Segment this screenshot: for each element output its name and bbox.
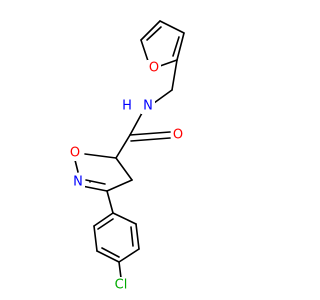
bond-ph-6-1 [112, 212, 137, 225]
bond-furan-c3-c4 [159, 20, 185, 34]
bond-ring-n-c3-b [85, 179, 106, 185]
carbonyl-oxygen-label: O [173, 128, 183, 143]
bond-furan-c5-o [159, 59, 178, 67]
bond-ph-3-4 [96, 250, 120, 263]
bond-ch2-nh [153, 89, 173, 104]
bond-furan-c2-c3 [140, 20, 161, 41]
bond-c3-phenyl [106, 190, 114, 214]
ring-oxygen-label: O [70, 146, 80, 161]
bond-c3-c4 [106, 179, 133, 192]
bond-furan-c4-c5-inner [172, 36, 180, 57]
atom-furan-oxygen: O [147, 60, 161, 76]
molecule-structure: O N H O O N Cl [67, 20, 185, 293]
bond-nh-carbonyl [129, 112, 143, 136]
bond-c4-c5 [115, 157, 133, 181]
bond-ph-4-5 [118, 248, 140, 263]
atom-ring-nitrogen: N [71, 174, 85, 190]
bond-carbonyl-o-2 [130, 137, 171, 142]
atom-amide-nitrogen: N H [120, 98, 155, 114]
bond-furan-c2-c3-inner [146, 26, 162, 41]
amide-nitrogen-label: N [143, 99, 153, 114]
atom-carbonyl-oxygen: O [171, 127, 185, 143]
atom-chlorine: Cl [109, 277, 133, 293]
bond-carbonyl-o-1 [129, 131, 171, 136]
bond-ph-1-2-inner [97, 218, 114, 230]
bond-c5-ch2 [171, 59, 178, 91]
amide-hydrogen-label: H [122, 99, 132, 114]
bond-ring-o-ring-n [74, 159, 79, 173]
bond-furan-c4-c5 [176, 32, 185, 61]
bond-ph-cl [118, 261, 122, 279]
bond-ph-5-6-inner [130, 226, 134, 247]
bond-ph-1-2 [93, 212, 114, 227]
ring-nitrogen-label: N [73, 175, 83, 190]
chlorine-label: Cl [115, 278, 128, 293]
bond-c5-ring-o [84, 153, 117, 159]
bond-ph-2-3 [93, 225, 98, 252]
furan-oxygen-label: O [149, 61, 159, 76]
atom-ring-oxygen: O [67, 145, 83, 161]
bond-ph-5-6 [135, 223, 140, 250]
furan-ring [140, 20, 185, 68]
phenyl-ring [93, 212, 140, 263]
bond-ring-n-c3-a [81, 185, 108, 192]
bond-ph-3-4-inner [101, 247, 120, 258]
bond-carbonyl-c5 [115, 134, 131, 159]
